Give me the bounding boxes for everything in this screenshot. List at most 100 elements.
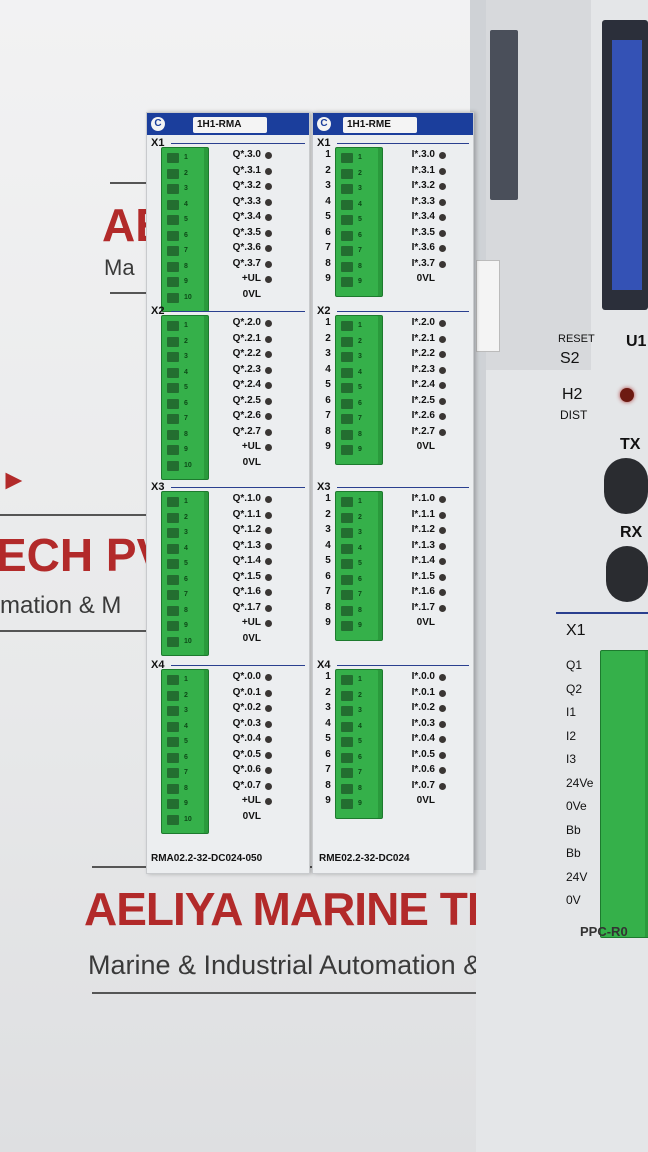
controller-terminal-label: 0V	[566, 893, 581, 907]
terminal-number: 2	[358, 691, 362, 699]
group-label-x3: X3	[151, 481, 165, 493]
terminal-number: 7	[358, 415, 362, 422]
signal-label: I*.1.5	[411, 570, 435, 582]
status-led-icon	[265, 798, 272, 805]
rme-header: C 1H1-RME	[313, 113, 473, 135]
terminal-screw-slot	[341, 574, 353, 585]
terminal-screw-slot	[341, 799, 353, 809]
group-divider	[171, 487, 305, 488]
terminal-number: 6	[184, 753, 188, 761]
terminal-number: 5	[358, 216, 362, 223]
signal-label: 0VL	[416, 617, 435, 628]
rma-model-label: RMA02.2-32-DC024-050	[151, 853, 263, 864]
signal-label: I*.0.4	[411, 733, 435, 744]
status-led-icon	[265, 152, 272, 159]
terminal-screw-slot	[167, 261, 179, 272]
status-led-icon	[265, 351, 272, 358]
status-led-icon	[265, 542, 272, 550]
controller-sticker-light	[476, 260, 500, 352]
group-divider	[171, 665, 305, 666]
terminal-number: 8	[184, 262, 188, 270]
terminal-number: 3	[184, 353, 188, 360]
terminal-number: 6	[358, 231, 362, 239]
signal-label: Q*.1.7	[232, 601, 261, 613]
terminal-number: 4	[358, 368, 362, 376]
status-led-icon	[265, 214, 272, 221]
terminal-number: 1	[358, 322, 362, 329]
terminal-number: 1	[358, 498, 362, 505]
controller-terminal-label: 24V	[566, 869, 588, 884]
status-led-icon	[439, 767, 446, 774]
pin-number: 2	[325, 686, 331, 698]
rme-model-label: RME02.2-32-DC024	[319, 853, 410, 864]
terminal-number: 2	[358, 169, 362, 177]
dist-label: DIST	[560, 408, 588, 422]
signal-label: 0VL	[242, 632, 261, 644]
group-label-x1: X1	[317, 137, 331, 149]
terminal-screw-slot	[341, 414, 353, 424]
pin-number: 5	[325, 733, 331, 744]
terminal-screw-slot	[167, 675, 179, 685]
status-led-icon	[265, 689, 272, 697]
terminal-screw-slot	[167, 168, 179, 179]
signal-label: Q*.1.6	[232, 586, 261, 597]
status-led-icon	[439, 705, 446, 712]
signal-label: Q*.0.4	[232, 733, 261, 744]
status-led-icon	[439, 397, 446, 405]
signal-label: I*.0.0	[411, 671, 435, 682]
status-led-icon	[439, 496, 446, 503]
signal-label: Q*.3.6	[232, 242, 261, 253]
terminal-screw-slot	[341, 605, 353, 616]
status-led-icon	[439, 558, 446, 565]
pin-number: 4	[325, 363, 331, 375]
terminal-number: 5	[358, 560, 362, 567]
signal-label: Q*.1.1	[232, 508, 261, 520]
pin-number: 5	[325, 555, 331, 566]
pin-number: 7	[325, 586, 331, 597]
terminal-screw-slot	[167, 429, 179, 440]
terminal-number: 8	[358, 262, 362, 270]
u1-label: U1	[626, 333, 647, 350]
controller-terminal-label: Bb	[566, 822, 581, 837]
status-led-icon	[265, 276, 272, 283]
terminal-number: 10	[184, 461, 192, 469]
status-led-icon	[265, 183, 272, 190]
status-led-icon	[439, 366, 446, 374]
terminal-number: 7	[358, 247, 362, 254]
pin-number: 2	[325, 164, 331, 176]
controller-terminal-block[interactable]	[600, 650, 648, 938]
terminal-number: 8	[184, 784, 188, 792]
pin-number: 9	[325, 795, 331, 806]
terminal-number: 8	[358, 784, 362, 792]
status-led-icon	[439, 674, 446, 681]
signal-label: I*.1.4	[411, 555, 435, 566]
terminal-number: 4	[184, 544, 188, 552]
terminal-screw-slot	[167, 153, 179, 163]
group-divider	[171, 311, 305, 312]
signal-label: +UL	[241, 441, 261, 452]
terminal-screw-slot	[341, 497, 353, 507]
signal-label: I*.3.5	[411, 226, 435, 238]
signal-label: I*.1.7	[411, 601, 435, 613]
status-led-icon	[439, 382, 446, 389]
status-led-icon	[439, 736, 446, 743]
signal-label: 0VL	[242, 288, 261, 300]
terminal-screw-slot	[341, 367, 353, 378]
status-led-icon	[265, 767, 272, 774]
terminal-number: 2	[184, 513, 188, 521]
status-led-icon	[439, 511, 446, 519]
terminal-number: 6	[358, 575, 362, 583]
status-led-icon	[439, 260, 446, 268]
signal-label: Q*.0.0	[232, 671, 261, 682]
terminal-screw-slot	[167, 768, 179, 778]
terminal-screw-slot	[341, 215, 353, 225]
